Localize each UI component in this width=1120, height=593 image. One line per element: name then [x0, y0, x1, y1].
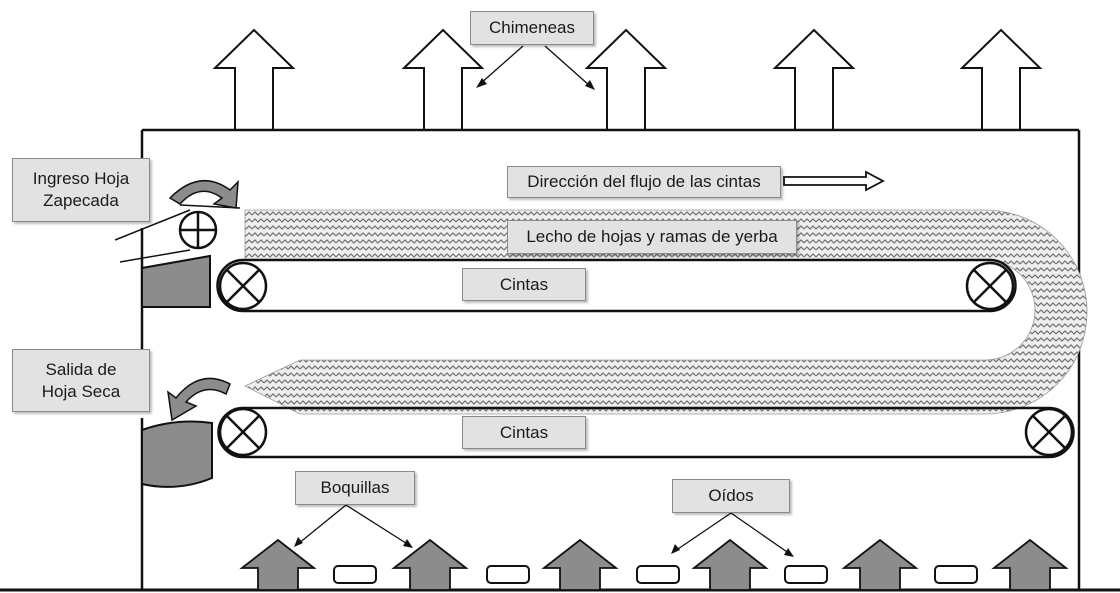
roller-icon: [218, 261, 268, 311]
nozzle-arrow-icon: [391, 538, 469, 591]
chimney-arrow-icon: [959, 28, 1043, 131]
label-boquillas: Boquillas: [295, 471, 415, 505]
nozzle-arrow-icon: [691, 538, 769, 591]
label-ingreso-hoja-zapecada: Ingreso Hoja Zapecada: [12, 158, 150, 222]
ear-icon: [486, 565, 530, 584]
nozzle-arrow-icon: [541, 538, 619, 591]
leader-arrowheads: [294, 78, 794, 557]
roller-icon: [1024, 407, 1074, 457]
label-chimeneas: Chimeneas: [470, 11, 594, 45]
chimney-arrow-icon: [212, 28, 296, 131]
label-direccion-flujo: Dirección del flujo de las cintas: [507, 166, 781, 198]
roller-icon: [218, 407, 268, 457]
label-cintas-lower: Cintas: [462, 416, 586, 449]
roller-icon: [965, 261, 1015, 311]
chimney-arrow-icon: [772, 28, 856, 131]
chimney-arrow-icon: [584, 28, 668, 131]
upper-conveyor-belt: [216, 258, 1017, 313]
nozzle-arrow-icon: [841, 538, 919, 591]
leader-lines: [297, 45, 791, 555]
label-lecho-hojas: Lecho de hojas y ramas de yerba: [507, 220, 797, 254]
flow-direction-arrow-icon: [783, 170, 885, 192]
ear-icon: [636, 565, 680, 584]
leaf-bed: [244, 209, 1088, 415]
label-cintas-upper: Cintas: [462, 268, 586, 301]
chimney-arrows: [212, 28, 1043, 131]
ear-icon: [333, 565, 377, 584]
ear-icon: [934, 565, 978, 584]
label-oidos: Oídos: [672, 479, 790, 513]
feed-hopper: [141, 254, 211, 308]
nozzle-arrow-icon: [239, 538, 317, 591]
nozzle-arrows: [239, 538, 1069, 591]
ear-openings: [333, 565, 978, 584]
feed-roller-icon: [178, 210, 218, 250]
curved-arrow-icon: [167, 377, 231, 422]
label-salida-hoja-seca: Salida de Hoja Seca: [12, 349, 150, 412]
curved-arrow-icon: [168, 179, 239, 209]
chimney-arrow-icon: [401, 28, 485, 131]
lower-conveyor-belt: [217, 406, 1075, 459]
ear-icon: [784, 565, 828, 584]
output-bin: [141, 420, 213, 488]
nozzle-arrow-icon: [991, 538, 1069, 591]
